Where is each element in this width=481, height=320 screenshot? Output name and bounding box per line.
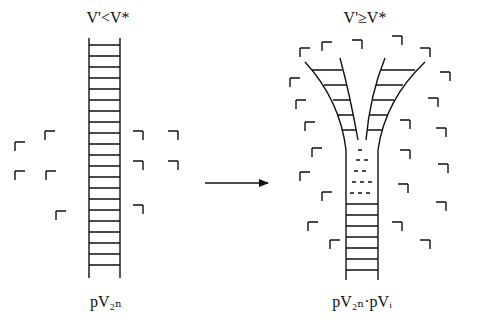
dna-rail [89,38,120,278]
process-arrow [205,182,268,183]
dna-rail [305,58,425,280]
condition-label: V'<V* [86,8,129,27]
primer-fragments [290,36,450,249]
primer-fragments [15,131,178,220]
molecule-label: pV₂ₙ [90,292,122,311]
condition-label: V'≥V* [344,8,387,27]
dna-rungs-dashed [350,150,374,193]
molecule-label: pV₂ₙ·pVᵢ [332,292,392,311]
dna-rungs [312,70,415,270]
dna-rungs [89,45,120,265]
